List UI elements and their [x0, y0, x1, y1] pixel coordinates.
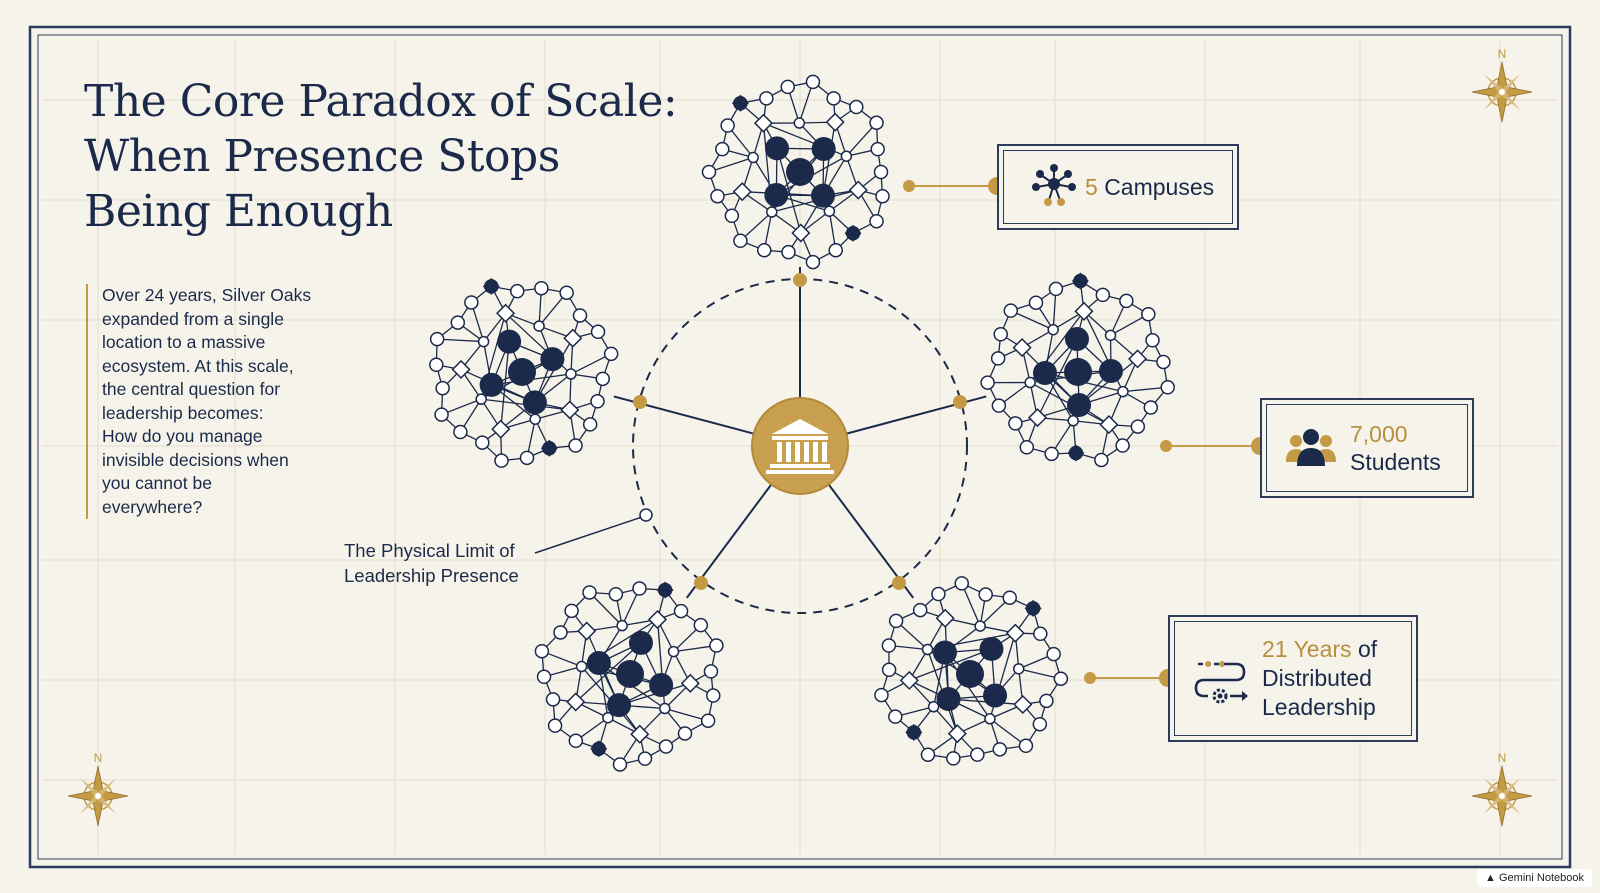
campuses-connector — [903, 177, 1006, 195]
compass-north-label: N — [1498, 751, 1507, 765]
campus-cluster-5 — [874, 576, 1069, 766]
campus-cluster-3 — [980, 272, 1175, 468]
description-text: Over 24 years, Silver Oaks expanded from… — [86, 284, 342, 519]
years-number: 21 — [1262, 636, 1288, 662]
compass-north-label: N — [94, 751, 103, 765]
students-stat-box: 7,000 Students — [1260, 398, 1474, 498]
campuses-stat-text: 5 Campuses — [1085, 173, 1214, 201]
gemini-notebook-watermark: ▲ Gemini Notebook — [1477, 869, 1592, 887]
workflow-gear-icon — [1194, 660, 1248, 703]
campus-cluster-2 — [429, 277, 619, 468]
compass-north-label: N — [1498, 47, 1507, 61]
years-stat-box: 21 Years of Distributed Leadership — [1168, 615, 1418, 742]
people-group-icon — [1286, 429, 1336, 466]
description-line: the central question for — [102, 379, 281, 399]
description-line: everywhere? — [102, 496, 203, 517]
campuses-label: Campuses — [1104, 174, 1215, 200]
years-line-2: Distributed — [1262, 665, 1372, 691]
description-line: expanded from a single — [102, 308, 284, 329]
years-of: of — [1357, 636, 1378, 662]
description-line: invisible decisions when — [102, 449, 289, 470]
watermark-text: Gemini Notebook — [1499, 872, 1584, 884]
network-hub-icon — [1032, 164, 1076, 206]
compass-rose-icon: N — [1471, 751, 1533, 827]
limit-pointer-line — [534, 516, 643, 554]
students-stat-text: 7,000 Students — [1350, 420, 1441, 476]
description-line: you cannot be — [102, 473, 212, 493]
limit-label-line-2: Leadership Presence — [344, 565, 519, 586]
students-label: Students — [1350, 449, 1441, 475]
description-line: leadership becomes: — [102, 402, 264, 423]
limit-pointer-dot — [639, 508, 653, 522]
description-line: How do you manage — [102, 426, 263, 446]
limit-label-line-1: The Physical Limit of — [344, 540, 515, 561]
campus-cluster-4 — [534, 581, 724, 772]
compass-rose-icon: N — [67, 751, 129, 827]
compass-rose-icon: N — [1471, 47, 1533, 123]
years-connector — [1084, 669, 1177, 687]
inner-frame — [37, 34, 1563, 860]
campuses-stat-box: 5 Campuses — [997, 144, 1239, 230]
students-connector — [1160, 437, 1269, 455]
description-line: ecosystem. At this scale, — [102, 355, 294, 376]
campus-clusters — [429, 74, 1175, 772]
campuses-number: 5 — [1085, 174, 1098, 200]
title-line-2: When Presence Stops — [84, 131, 560, 182]
center-institution — [751, 397, 849, 495]
students-number: 7,000 — [1350, 421, 1408, 447]
outer-frame — [28, 25, 1572, 869]
years-line-3: Leadership — [1262, 694, 1376, 720]
physical-limit-label: The Physical Limit of Leadership Presenc… — [344, 538, 519, 588]
years-stat-text: 21 Years of Distributed Leadership — [1262, 635, 1377, 722]
description-line: location to a massive — [102, 332, 266, 352]
title-line-3: Being Enough — [84, 186, 393, 237]
institution-building-icon — [766, 419, 834, 474]
campus-cluster-1 — [701, 74, 890, 270]
description-line: Over 24 years, Silver Oaks — [102, 285, 312, 305]
years-unit: Years — [1293, 636, 1352, 662]
page-title: The Core Paradox of Scale: When Presence… — [84, 74, 704, 239]
title-line-1: The Core Paradox of Scale: — [84, 76, 678, 127]
